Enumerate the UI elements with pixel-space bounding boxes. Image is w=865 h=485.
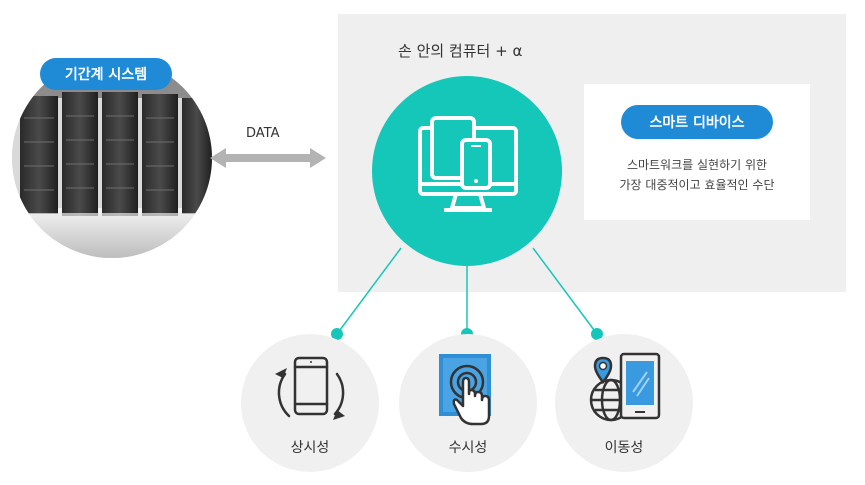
legacy-system-badge: 기간계 시스템 [40, 58, 172, 90]
smart-device-circle [372, 76, 562, 266]
device-desc-line-1: 스마트워크를 실현하기 위한 [626, 158, 768, 172]
feature-always-on [241, 334, 379, 472]
monitor-tablet-phone-icon [418, 116, 518, 212]
panel-title: 손 안의 컴퓨터 + α [398, 42, 523, 60]
phone-sync-icon [275, 356, 345, 420]
device-desc-line-2: 가장 대중적이고 효율적인 수단 [619, 178, 775, 192]
feature-mobility [555, 334, 693, 472]
device-card-description: 스마트워크를 실현하기 위한 가장 대중적이고 효율적인 수단 [590, 155, 804, 195]
feature-label-2: 수시성 [448, 440, 488, 456]
touch-screen-icon [439, 354, 491, 426]
feature-label-1: 상시성 [290, 440, 330, 456]
double-arrow-icon [210, 148, 326, 168]
feature-label-3: 이동성 [604, 440, 644, 456]
feature-anytime [399, 334, 537, 472]
smart-device-badge: 스마트 디바이스 [621, 105, 773, 139]
mobile-location-icon [589, 352, 661, 422]
data-arrow-label: DATA [246, 126, 280, 141]
